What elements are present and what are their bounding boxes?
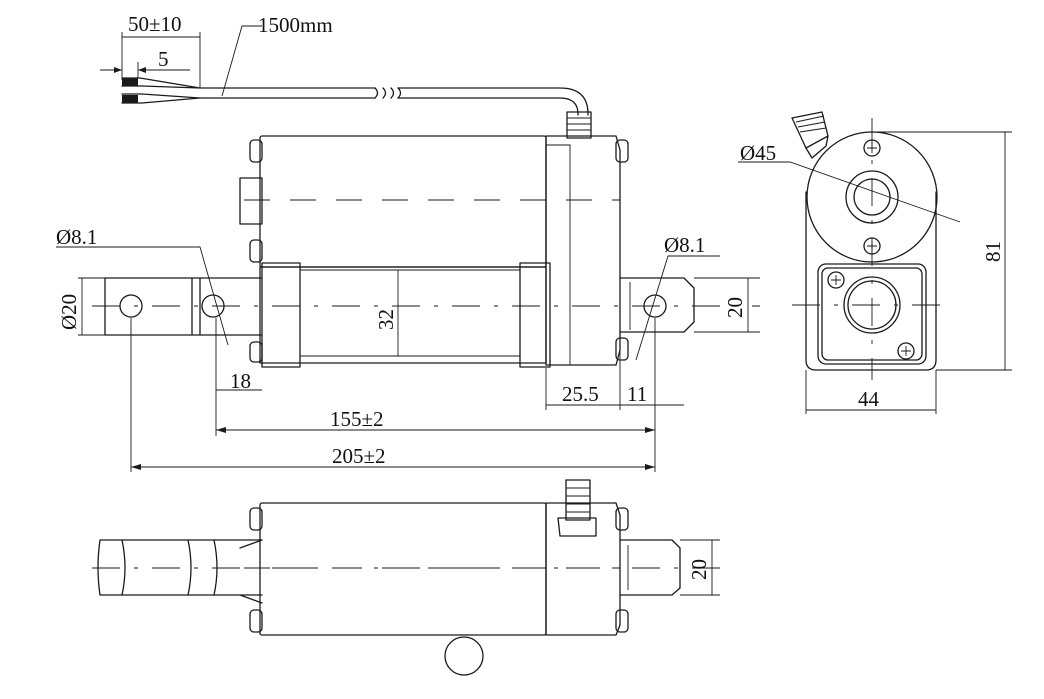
dim-motor-dia: Ø45: [738, 141, 961, 223]
dim-tin-length: 5: [100, 47, 190, 78]
dim-rod-end: Ø20: [57, 277, 105, 336]
dim-front-hole: Ø8.1: [635, 233, 720, 361]
front-view: [92, 135, 760, 368]
dim-rear-hole: Ø8.1: [56, 225, 229, 346]
dim-gearbox-label: 25.5: [562, 382, 599, 406]
dim-front-lug-label: 20: [723, 297, 747, 318]
dim-stroke: 155±2: [215, 396, 656, 436]
dim-front-hole-label: Ø8.1: [664, 233, 705, 257]
dim-gearbox: 25.5: [545, 350, 621, 410]
dim-rear-offset: 18: [215, 318, 262, 396]
dim-front-lug-len-label: 11: [627, 382, 647, 406]
dim-rear-offset-label: 18: [230, 369, 251, 393]
dim-rod-end-label: Ø20: [57, 294, 81, 330]
dim-stroke-label: 155±2: [330, 407, 384, 431]
dim-strip-length: 50±10: [121, 12, 201, 88]
dim-motor-dia-label: Ø45: [740, 141, 776, 165]
dim-cable-length-label: 1500mm: [258, 13, 333, 37]
dim-front-lug: 20: [694, 277, 760, 333]
dim-body-dia: 32: [374, 270, 399, 356]
dim-width-label: 44: [858, 387, 880, 411]
dim-front-lug-len: 11: [620, 318, 684, 410]
dim-width: 44: [805, 370, 937, 414]
dim-strip-length-label: 50±10: [128, 12, 182, 36]
dim-total: 205±2: [130, 318, 656, 472]
dim-body-dia-label: 32: [374, 309, 398, 330]
dim-rear-hole-label: Ø8.1: [56, 225, 97, 249]
dim-height-label: 81: [981, 241, 1005, 262]
side-view: [791, 111, 944, 380]
dim-total-label: 205±2: [332, 444, 386, 468]
dim-cable-length: 1500mm: [221, 13, 333, 97]
dim-top-lug-label: 20: [687, 559, 711, 580]
cable: [121, 77, 592, 139]
top-view: [92, 479, 720, 676]
dim-top-lug: 20: [680, 539, 720, 596]
dim-height: 81: [872, 131, 1012, 371]
dim-tin-length-label: 5: [158, 47, 169, 71]
